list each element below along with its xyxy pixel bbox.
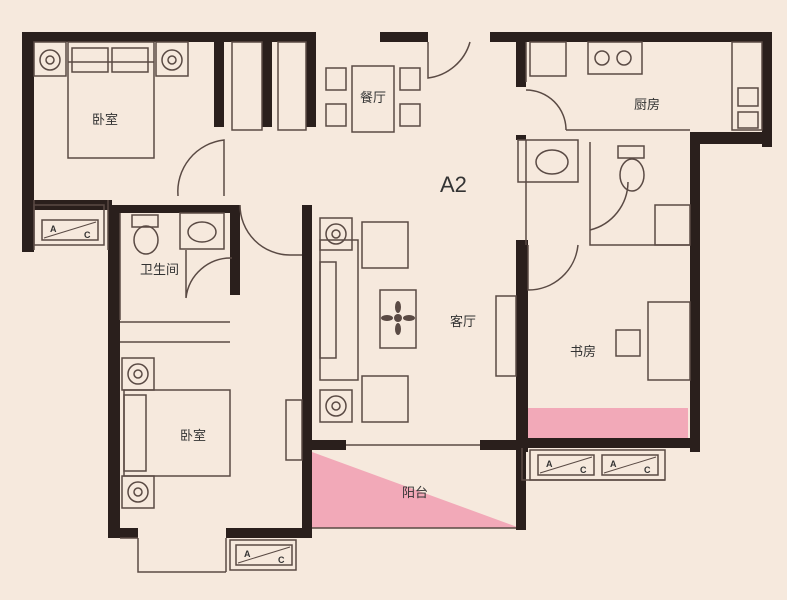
- furniture: [33, 41, 759, 509]
- rug-flower-icon: [381, 301, 415, 335]
- ac-unit-2: A C: [235, 544, 293, 566]
- ac-unit-1-a: A: [50, 224, 57, 234]
- ac-unit-4-c: C: [644, 465, 651, 475]
- label-study: 书房: [570, 344, 596, 360]
- ac-unit-4: A C: [601, 454, 659, 476]
- ac-unit-1-c: C: [84, 230, 91, 240]
- ac-unit-3-c: C: [580, 465, 587, 475]
- label-balcony: 阳台: [402, 486, 428, 501]
- unit-label: A2: [440, 172, 467, 197]
- label-kitchen: 厨房: [634, 97, 660, 113]
- ac-unit-3-a: A: [546, 459, 553, 469]
- label-bedroom-top: 卧室: [92, 112, 118, 128]
- interior-lines: [33, 41, 763, 573]
- walls: [22, 32, 772, 538]
- label-living: 客厅: [450, 314, 476, 330]
- ac-unit-1: A C: [41, 219, 99, 241]
- ac-unit-2-a: A: [244, 549, 251, 559]
- label-dining: 餐厅: [360, 90, 386, 106]
- ac-unit-4-a: A: [610, 459, 617, 469]
- ac-unit-2-c: C: [278, 555, 285, 565]
- label-bathroom: 卫生间: [140, 263, 179, 278]
- label-bedroom-bottom: 卧室: [180, 428, 206, 444]
- study-pink-fill: [528, 408, 688, 438]
- balcony-pink-fill: [312, 452, 520, 528]
- ac-unit-3: A C: [537, 454, 595, 476]
